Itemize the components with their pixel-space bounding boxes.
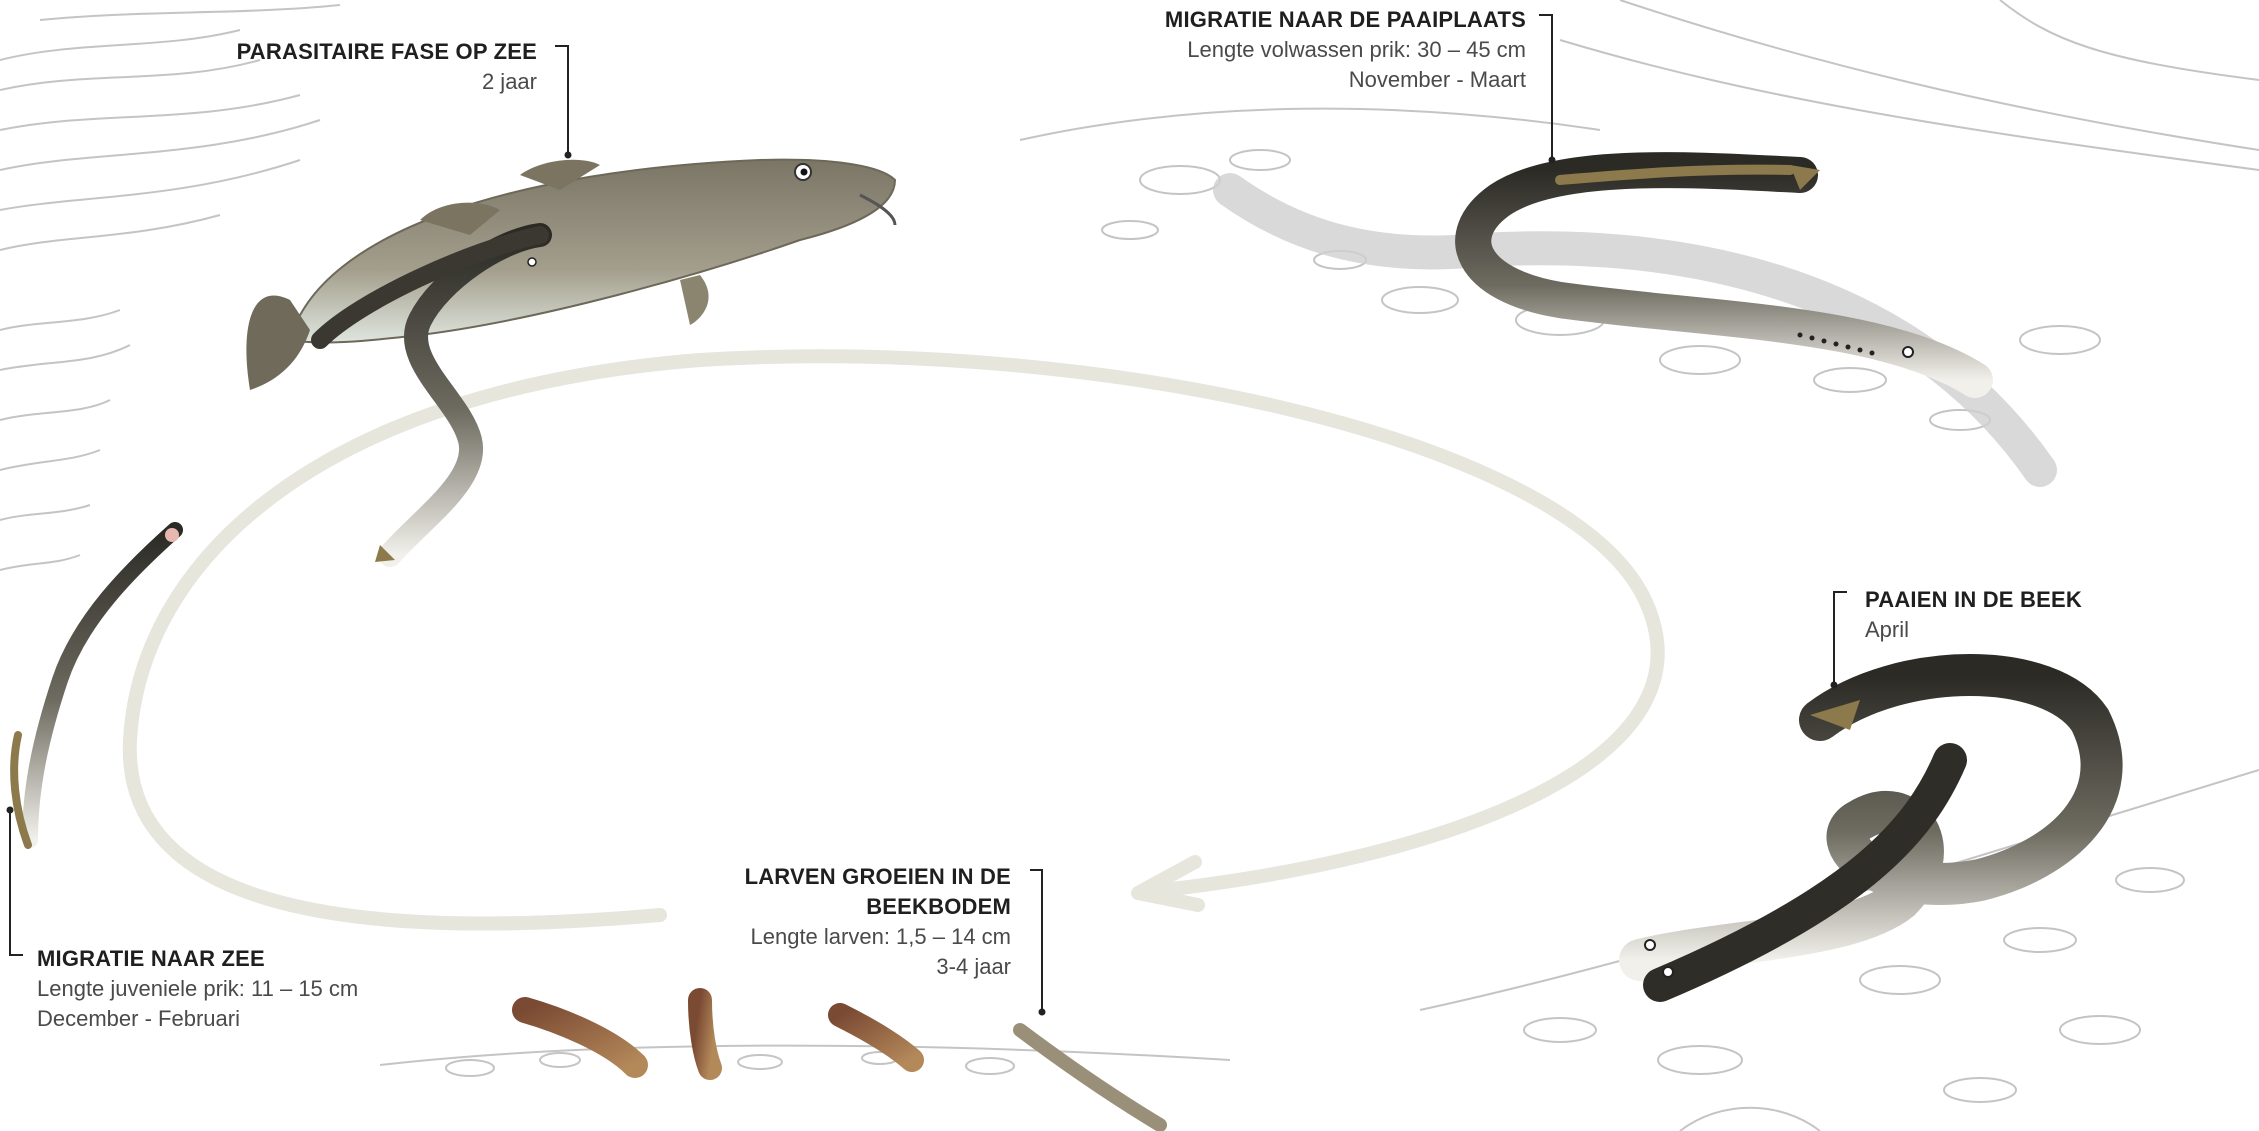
label-larvae-duration: 3-4 jaar <box>745 952 1011 982</box>
label-migration-sea-title: MIGRATIE NAAR ZEE <box>37 944 358 974</box>
label-parasitic-title: PARASITAIRE FASE OP ZEE <box>237 37 537 67</box>
label-larvae-title-line2: BEEKBODEM <box>745 892 1011 922</box>
label-spawning-title: PAAIEN IN DE BEEK <box>1865 585 2082 615</box>
label-migration-to-sea: MIGRATIE NAAR ZEE Lengte juveniele prik:… <box>37 944 358 1034</box>
label-migration-to-spawning: MIGRATIE NAAR DE PAAIPLAATS Lengte volwa… <box>1165 5 1526 95</box>
leader-parasitic <box>555 46 568 155</box>
leader-larvae <box>1030 870 1042 1012</box>
juvenile-migrating-lamprey <box>14 528 179 845</box>
label-larvae: LARVEN GROEIEN IN DE BEEKBODEM Lengte la… <box>745 862 1011 982</box>
larvae-in-streambed <box>525 1000 1160 1125</box>
spawning-lampreys <box>1640 675 2102 985</box>
cod-tail-fin <box>246 296 310 390</box>
label-spawning: PAAIEN IN DE BEEK April <box>1865 585 2082 645</box>
label-parasitic-phase: PARASITAIRE FASE OP ZEE 2 jaar <box>237 37 537 97</box>
seagrass-sketch-left <box>0 310 130 570</box>
label-larvae-length: Lengte larven: 1,5 – 14 cm <box>745 922 1011 952</box>
label-migration-spawn-period: November - Maart <box>1165 65 1526 95</box>
label-parasitic-duration: 2 jaar <box>237 67 537 97</box>
leader-migration-spawn <box>1539 15 1552 160</box>
label-migration-spawn-title: MIGRATIE NAAR DE PAAIPLAATS <box>1165 5 1526 35</box>
label-spawning-period: April <box>1865 615 2082 645</box>
label-larvae-title-line1: LARVEN GROEIEN IN DE <box>745 862 1011 892</box>
leader-spawning <box>1834 592 1847 685</box>
label-migration-sea-length: Lengte juveniele prik: 11 – 15 cm <box>37 974 358 1004</box>
riverbed-sketch-bottom-center <box>380 1046 1230 1076</box>
label-migration-spawn-length: Lengte volwassen prik: 30 – 45 cm <box>1165 35 1526 65</box>
lifecycle-cycle-arrow <box>130 356 1658 923</box>
label-migration-sea-period: December - Februari <box>37 1004 358 1034</box>
